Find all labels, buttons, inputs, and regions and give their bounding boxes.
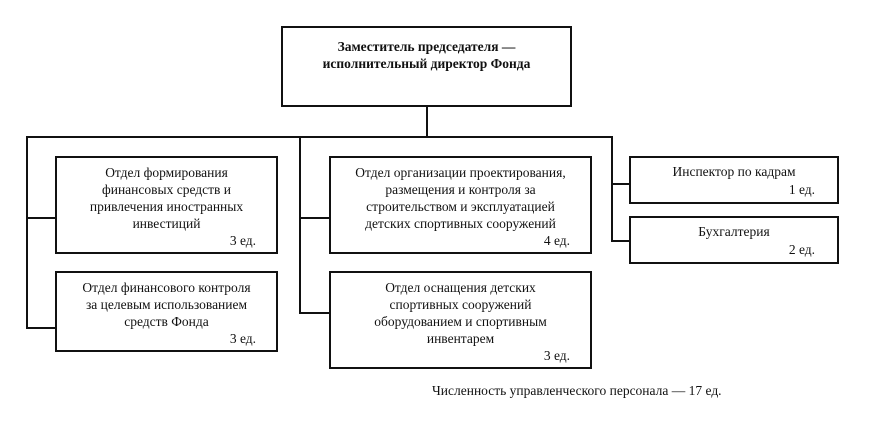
main-horizontal-line [26,136,613,138]
unit-1-line-2: финансовых средств и [101,182,231,197]
root-title-line-1: Заместитель председателя — [337,39,516,54]
connector-unit-4 [299,312,330,314]
unit-4-line-2: спортивных сооружений [389,297,532,312]
unit-4-line-1: Отдел оснащения детских [385,280,536,295]
connector-unit-3 [299,217,330,219]
connector-unit-5 [611,183,630,185]
unit-3-line-4: детских спортивных сооружений [365,216,556,231]
connector-unit-1 [26,217,56,219]
unit-box-equipment: Отдел оснащения детских спортивных соору… [329,271,592,369]
unit-box-finance-formation: Отдел формирования финансовых средств и … [55,156,278,254]
unit-4-line-3: оборудованием и спортивным [374,314,547,329]
root-box-deputy-chairman: Заместитель председателя — исполнительны… [281,26,572,107]
unit-1-line-4: инвестиций [132,216,201,231]
right-vertical-line [611,136,613,242]
unit-2-count: 3 ед. [229,331,256,346]
unit-5-line-1: Инспектор по кадрам [672,164,796,179]
unit-box-design-construction: Отдел организации проектирования, размещ… [329,156,592,254]
unit-2-line-3: средств Фонда [124,314,209,329]
left-vertical-line [26,136,28,329]
unit-2-line-1: Отдел финансового контроля [82,280,251,295]
staff-total-note: Численность управленческого персонала — … [432,383,722,398]
unit-box-finance-control: Отдел финансового контроля за целевым ис… [55,271,278,352]
unit-3-count: 4 ед. [543,233,570,248]
unit-box-accounting: Бухгалтерия 2 ед. [629,216,839,264]
connector-unit-6 [611,240,630,242]
middle-vertical-line [299,136,301,314]
unit-5-count: 1 ед. [788,182,815,197]
unit-1-line-3: привлечения иностранных [89,199,244,214]
unit-1-count: 3 ед. [229,233,256,248]
unit-2-line-2: за целевым использованием [85,297,248,312]
unit-6-count: 2 ед. [788,242,815,257]
root-title-line-2: исполнительный директор Фонда [322,56,531,71]
unit-4-line-4: инвентарем [426,331,495,346]
unit-6-line-1: Бухгалтерия [698,224,770,239]
root-stem-line [426,106,428,138]
unit-1-line-1: Отдел формирования [105,165,228,180]
unit-box-hr-inspector: Инспектор по кадрам 1 ед. [629,156,839,204]
unit-4-count: 3 ед. [543,348,570,363]
unit-3-line-1: Отдел организации проектирования, [355,165,566,180]
connector-unit-2 [26,327,56,329]
unit-3-line-2: размещения и контроля за [385,182,536,197]
unit-3-line-3: строительством и эксплуатацией [366,199,555,214]
